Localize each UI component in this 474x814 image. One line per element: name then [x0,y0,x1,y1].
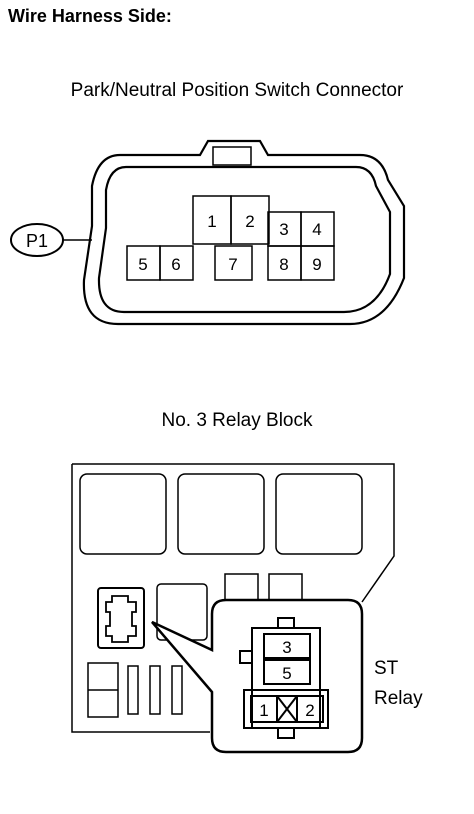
relay-pin-5-cell [263,659,311,685]
callout-bubble [151,598,364,754]
pin-6-label: 6 [171,255,180,274]
pin-cell-2 [230,195,270,245]
relay-slot-top-left [224,573,259,603]
relay-slot-1 [79,473,167,555]
relay-block-title: No. 3 Relay Block [161,410,313,431]
relay-pin-3-label: 3 [282,638,291,657]
st-relay-magnified [239,617,329,739]
connector-title: Park/Neutral Position Switch Connector [70,80,404,101]
fuse-blade-1 [127,665,139,715]
relay-slot-3 [275,473,363,555]
relay-name-line-1: ST [374,658,399,679]
pin-4-label: 4 [312,220,321,239]
st-relay-callout [151,598,364,754]
relay-slot-top-right [268,573,303,603]
relay-pin-3-cell [263,633,311,659]
connector-outer-housing [82,139,406,326]
pin-cell-7 [214,245,253,281]
relay-block [71,463,395,733]
pin-3-label: 3 [279,220,288,239]
connector-id-label: P1 [26,231,48,251]
pin-1-label: 1 [207,212,216,231]
pin-5-label: 5 [138,255,147,274]
relay-pin-2-cell [296,695,324,723]
connector-inner-housing [97,165,392,314]
connector-latch [212,146,252,166]
pin-cell-6 [159,245,194,281]
relay-pin-2-label: 2 [305,701,314,720]
st-relay-symbol [105,595,137,643]
pin-8-label: 8 [279,255,288,274]
relay-pin-5-label: 5 [282,664,291,683]
fuse-blade-2 [149,665,161,715]
pin-7-label: 7 [228,255,237,274]
relay-blank-cross-b [276,695,298,723]
pin-9-label: 9 [312,255,321,274]
pin-cell-9 [300,245,335,281]
st-relay-location [97,587,145,649]
relay-slot-2 [177,473,265,555]
page-title: Wire Harness Side: [8,6,172,26]
pin-2-label: 2 [245,212,254,231]
fuse-blade-3 [171,665,183,715]
connector-p1 [10,139,406,326]
relay-block-outline [71,463,395,733]
relay-pin-1-label: 1 [259,701,268,720]
relay-name-line-2: Relay [374,688,423,709]
relay-base [243,689,329,729]
